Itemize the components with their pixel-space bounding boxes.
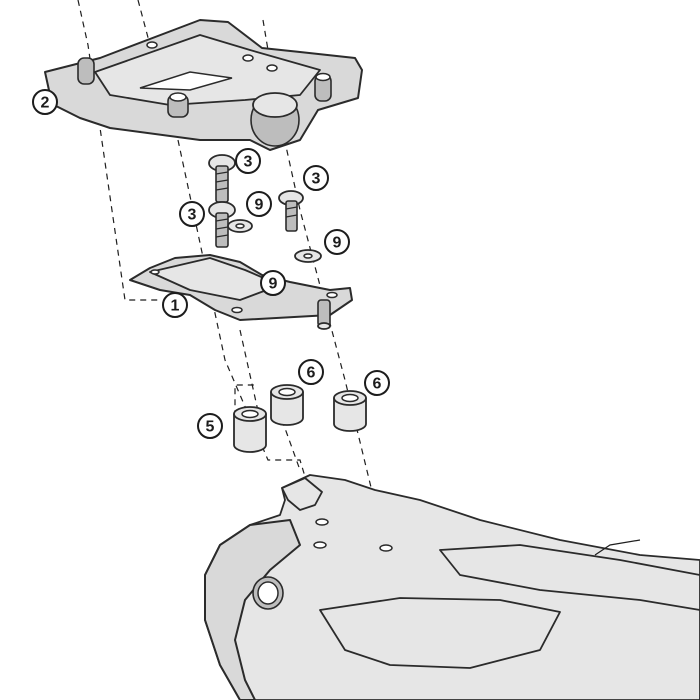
washer-part-9b xyxy=(294,249,322,263)
callout-5: 5 xyxy=(197,413,223,439)
rack-plate-part-2 xyxy=(44,19,363,151)
callout-3c: 3 xyxy=(303,165,329,191)
callout-1: 1 xyxy=(162,292,188,318)
spacer-part-5 xyxy=(233,406,267,453)
guide-line-1 xyxy=(77,0,160,301)
svg-text:1: 1 xyxy=(171,298,180,315)
callout-3b: 3 xyxy=(179,201,205,227)
screw-part-3c xyxy=(278,190,304,232)
svg-text:9: 9 xyxy=(269,276,278,293)
callout-9b: 9 xyxy=(324,229,350,255)
screw-part-3b xyxy=(208,201,236,248)
svg-text:2: 2 xyxy=(41,95,50,112)
svg-text:9: 9 xyxy=(255,197,264,214)
guide-line-2 xyxy=(137,0,151,46)
callout-6b: 6 xyxy=(364,370,390,396)
washer-part-9a xyxy=(227,219,253,233)
callout-9c: 9 xyxy=(260,270,286,296)
svg-text:5: 5 xyxy=(206,419,215,436)
spacer-part-6b xyxy=(333,390,367,432)
svg-text:9: 9 xyxy=(333,235,342,252)
guide-line-5 xyxy=(234,329,261,421)
svg-text:3: 3 xyxy=(188,207,197,224)
svg-text:3: 3 xyxy=(312,171,321,188)
callout-3a: 3 xyxy=(235,148,261,174)
screw-part-3a xyxy=(208,154,236,203)
callout-9a: 9 xyxy=(246,191,272,217)
spacer-part-6a xyxy=(270,384,304,426)
callout-6a: 6 xyxy=(298,359,324,385)
callout-2: 2 xyxy=(32,89,58,115)
guide-line-6 xyxy=(281,419,301,471)
svg-text:3: 3 xyxy=(244,154,253,171)
bracket-plate-part-1 xyxy=(129,254,353,330)
svg-text:6: 6 xyxy=(373,376,382,393)
svg-text:6: 6 xyxy=(307,365,316,382)
motorcycle-rear-body xyxy=(204,474,700,700)
